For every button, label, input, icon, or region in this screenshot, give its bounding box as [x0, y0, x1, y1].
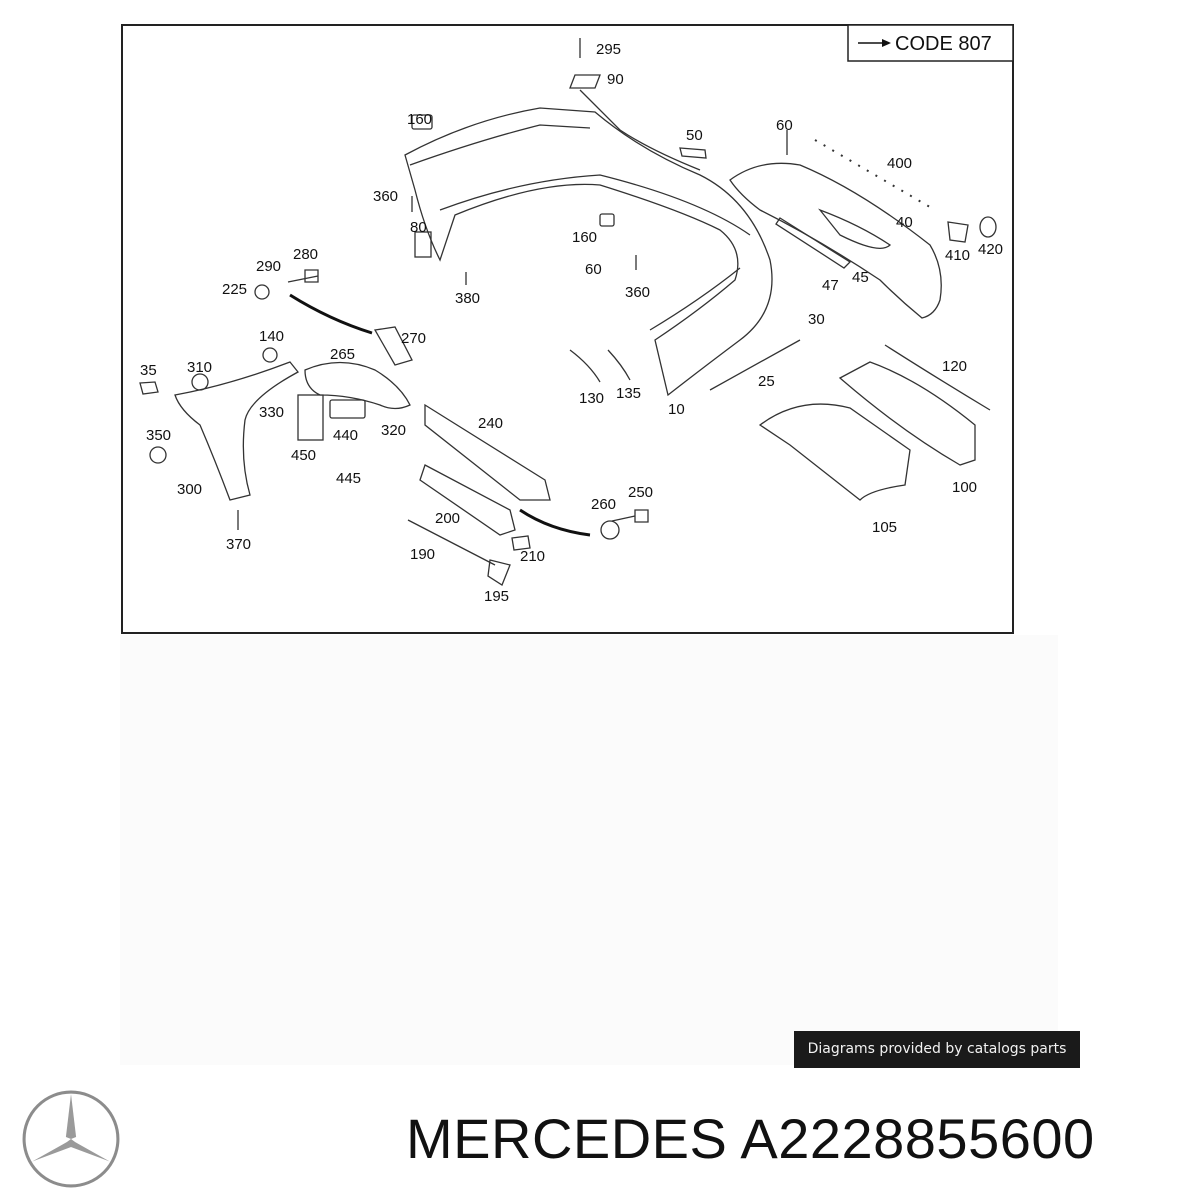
callout-240: 240 [478, 415, 503, 432]
callout-195: 195 [484, 588, 509, 605]
callout-130: 130 [579, 390, 604, 407]
bumper-cover [404, 107, 773, 397]
callout-450: 450 [291, 447, 316, 464]
callout-400: 400 [887, 155, 912, 172]
callout-190: 190 [410, 546, 435, 563]
callout-135: 135 [616, 385, 641, 402]
callout-320: 320 [381, 422, 406, 439]
callout-60-upper: 60 [776, 117, 793, 134]
callout-labels: 295 90 160 50 60 400 360 80 40 410 420 1… [140, 41, 1003, 605]
callout-350: 350 [146, 427, 171, 444]
callout-35: 35 [140, 362, 157, 379]
callout-295: 295 [596, 41, 621, 58]
mercedes-star-logo-icon [22, 1090, 120, 1188]
callout-280: 280 [293, 246, 318, 263]
lower-panel [758, 403, 911, 501]
callout-310: 310 [187, 359, 212, 376]
callout-260: 260 [591, 496, 616, 513]
callout-80: 80 [410, 219, 427, 236]
brand-part-number: MERCEDES A2228855600 [406, 1106, 1095, 1171]
brand-name: MERCEDES [406, 1107, 728, 1170]
callout-200: 200 [435, 510, 460, 527]
callout-30: 30 [808, 311, 825, 328]
code-label: CODE 807 [895, 33, 992, 55]
callout-250: 250 [628, 484, 653, 501]
diagram-frame [121, 24, 1014, 634]
callout-330: 330 [259, 404, 284, 421]
callout-290: 290 [256, 258, 281, 275]
callout-45: 45 [852, 269, 869, 286]
callout-100: 100 [952, 479, 977, 496]
diffuser [729, 162, 942, 319]
code-box: CODE 807 [847, 24, 1014, 62]
side-bracket-left [174, 361, 299, 501]
callout-47: 47 [822, 277, 839, 294]
credit-badge: Diagrams provided by catalogs parts [794, 1031, 1080, 1068]
diagram-background [120, 635, 1058, 1065]
callout-105: 105 [872, 519, 897, 536]
callout-360-lower: 360 [625, 284, 650, 301]
callout-140: 140 [259, 328, 284, 345]
callout-370: 370 [226, 536, 251, 553]
callout-265: 265 [330, 346, 355, 363]
callout-440: 440 [333, 427, 358, 444]
callout-120: 120 [942, 358, 967, 375]
callout-160-upper: 160 [407, 111, 432, 128]
callout-380: 380 [455, 290, 480, 307]
callout-210: 210 [520, 548, 545, 565]
callout-410: 410 [945, 247, 970, 264]
callout-90: 90 [607, 71, 624, 88]
callout-420: 420 [978, 241, 1003, 258]
callout-360-upper: 360 [373, 188, 398, 205]
callout-25: 25 [758, 373, 775, 390]
parts-diagram: CODE 807 [121, 24, 1014, 634]
part-number: A2228855600 [740, 1107, 1095, 1170]
callout-225: 225 [222, 281, 247, 298]
callout-270: 270 [401, 330, 426, 347]
callout-60-lower: 60 [585, 261, 602, 278]
callout-445: 445 [336, 470, 361, 487]
callout-10: 10 [668, 401, 685, 418]
callout-160-lower: 160 [572, 229, 597, 246]
parts-lineart [139, 38, 997, 586]
callout-40: 40 [896, 214, 913, 231]
callout-300: 300 [177, 481, 202, 498]
callout-50: 50 [686, 127, 703, 144]
